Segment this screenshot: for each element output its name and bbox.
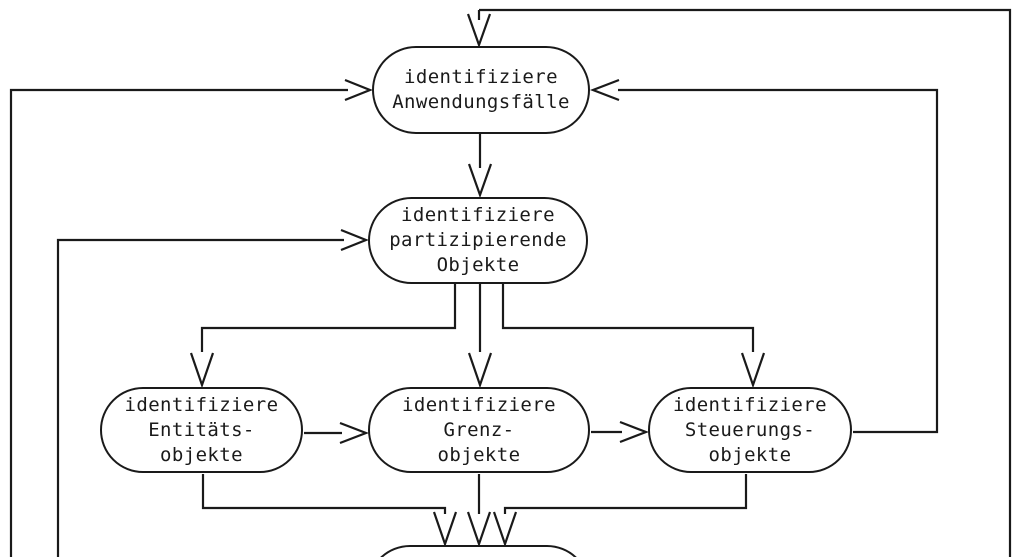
edge-steuerungs-to-bottom: [492, 474, 748, 548]
edge-bottomloop-to-anwendungsfaelle-top: [466, 8, 1012, 557]
node-label: identifiziere Entitäts- objekte: [124, 393, 279, 466]
node-bottom-partial: [367, 545, 590, 557]
node-identifiziere-partizipierende-objekte: identifiziere partizipierende Objekte: [368, 197, 588, 284]
edge-grenz-to-bottom: [466, 474, 492, 548]
edge-steuerungs-to-anwendungsfaelle: [589, 78, 939, 434]
node-identifiziere-entitaetsobjekte: identifiziere Entitäts- objekte: [100, 387, 303, 473]
node-identifiziere-grenzobjekte: identifiziere Grenz- objekte: [368, 387, 590, 473]
edge-bottomloop-to-partizipierende-left: [56, 228, 369, 557]
edge-entitaets-to-bottom: [201, 474, 458, 548]
edge-grenz-to-steuerungs: [591, 420, 650, 444]
node-label: identifiziere partizipierende Objekte: [389, 204, 567, 276]
edge-entitaets-to-grenz: [304, 421, 370, 445]
node-label: identifiziere Steuerungs- objekte: [673, 393, 827, 466]
node-identifiziere-steuerungsobjekte: identifiziere Steuerungs- objekte: [648, 387, 852, 473]
edge-bottomloop-to-anwendungsfaelle-left: [9, 78, 373, 557]
node-label: identifiziere Anwendungsfälle: [392, 66, 570, 113]
edge-partizipierende-to-grenz: [467, 284, 493, 389]
edge-partizipierende-to-steuerungs: [501, 284, 766, 389]
node-label: identifiziere Grenz- objekte: [402, 393, 556, 466]
node-identifiziere-anwendungsfaelle: identifiziere Anwendungsfälle: [372, 46, 590, 134]
edge-anwendungsfaelle-to-partizipierende: [467, 134, 493, 199]
edge-partizipierende-to-entitaets: [189, 284, 457, 389]
